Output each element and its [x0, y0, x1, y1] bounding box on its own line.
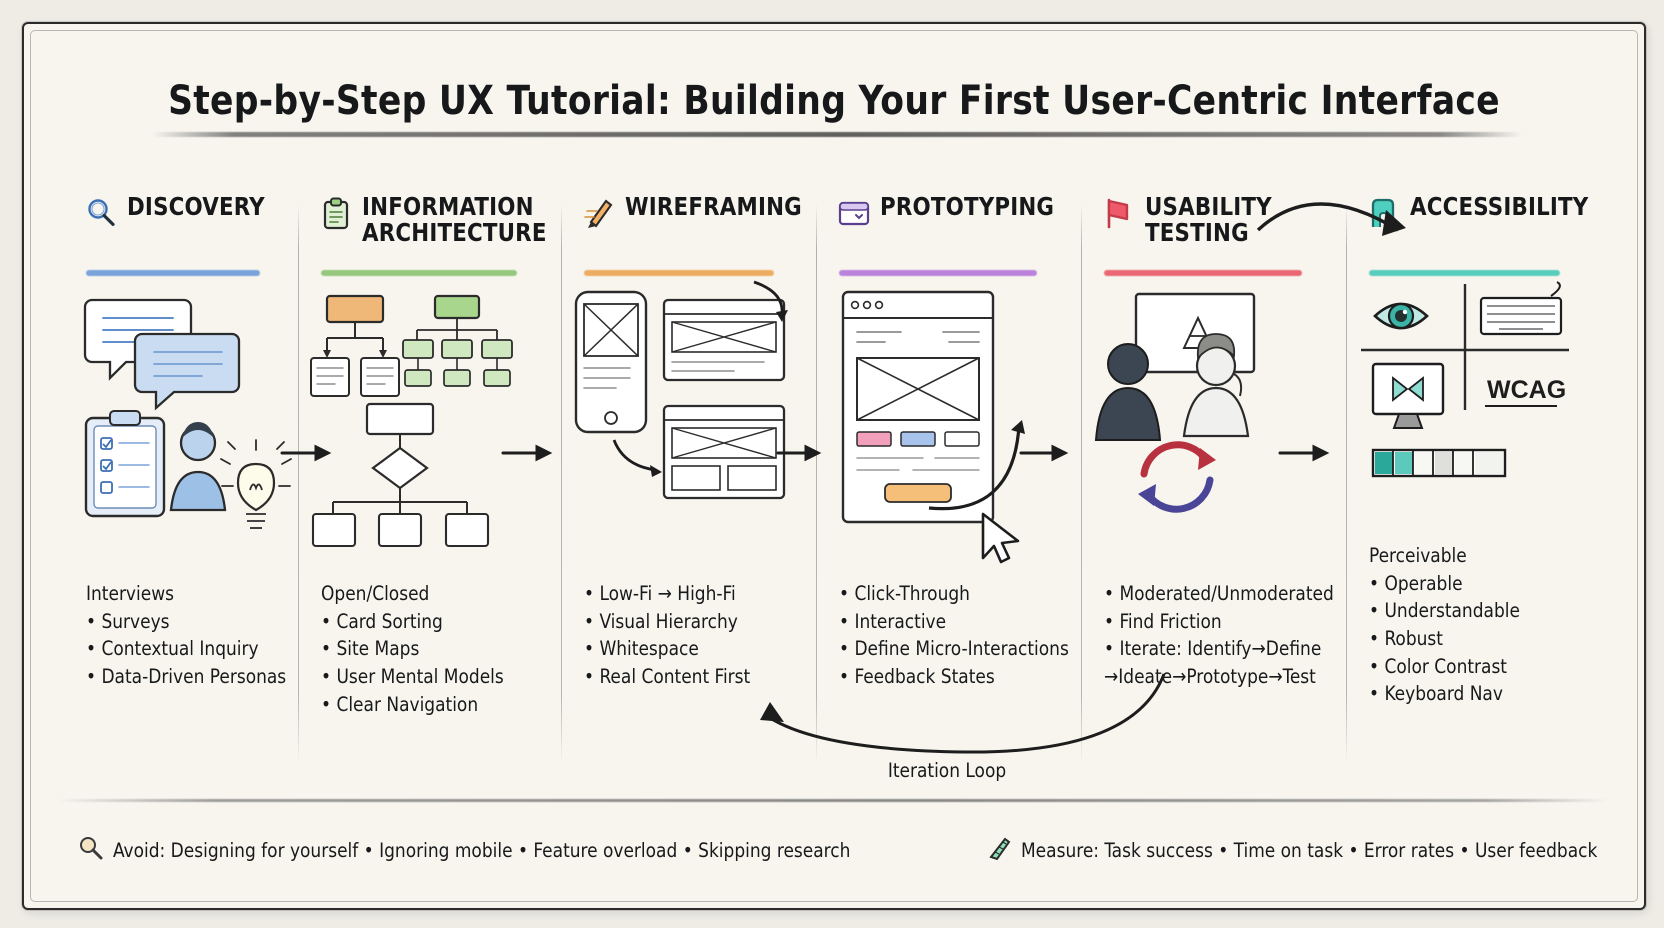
infographic-board: Step-by-Step UX Tutorial: Building Your … [22, 22, 1646, 910]
stage-header-prototyping: PROTOTYPING [823, 194, 1076, 268]
prototyping-artwork [823, 278, 1076, 578]
stage-heading-label: PROTOTYPING [880, 192, 1055, 221]
magnifier-icon [78, 835, 104, 865]
list-item: • Moderated/Unmoderated [1104, 582, 1335, 605]
stage-column-wireframing: WIREFRAMING [562, 194, 822, 774]
usability-testing-list: • Moderated/Unmoderated • Find Friction … [1088, 580, 1341, 691]
stage-accent-underline [1104, 270, 1302, 276]
stage-heading-label: WIREFRAMING [625, 192, 802, 221]
footer-avoid: Avoid: Designing for yourself • Ignoring… [64, 835, 972, 865]
magnifier-icon [84, 196, 118, 230]
stage-columns: DISCOVERY [64, 194, 1604, 774]
list-item: • Surveys [86, 609, 170, 633]
list-item: • Click-Through [839, 582, 971, 605]
list-item: • Define Micro-Interactions [839, 637, 1070, 661]
list-item: • Clear Navigation [320, 692, 478, 716]
stage-header-accessibility: ACCESSIBILITY [1353, 194, 1598, 268]
list-item: • Color Contrast [1369, 654, 1508, 678]
stage-accent-underline [584, 270, 774, 276]
list-item: • Real Content First [584, 665, 751, 689]
list-item: Open/Closed [320, 582, 430, 605]
prototyping-list: • Click-Through • Interactive • Define M… [823, 580, 1076, 691]
stage-accent-underline [1369, 270, 1561, 276]
stage-header-discovery: DISCOVERY [70, 194, 293, 268]
list-item: • Site Maps [320, 637, 420, 661]
footer-measure-text: Measure: Task success • Time on task • E… [1021, 838, 1598, 862]
list-item: • Visual Hierarchy [584, 609, 738, 633]
footer-avoid-text: Avoid: Designing for yourself • Ignoring… [113, 838, 851, 862]
column-divider [297, 204, 299, 764]
page-title: Step-by-Step UX Tutorial: Building Your … [168, 78, 1500, 124]
list-item: • Keyboard Nav [1369, 682, 1504, 706]
stage-accent-underline [320, 270, 517, 276]
list-item: • Data-Driven Personas [86, 665, 287, 689]
list-item: Perceivable [1369, 544, 1467, 567]
stage-heading-label: DISCOVERY [127, 192, 265, 221]
list-item: • Whitespace [584, 637, 699, 661]
ruler-icon [986, 835, 1012, 865]
footer-measure: Measure: Task success • Time on task • E… [972, 835, 1629, 865]
page-title-wrap: Step-by-Step UX Tutorial: Building Your … [24, 78, 1644, 124]
footer: Avoid: Designing for yourself • Ignoring… [64, 824, 1609, 876]
information-architecture-list: Open/Closed • Card Sorting • Site Maps •… [305, 580, 556, 718]
iteration-loop-arrow [760, 673, 1166, 754]
accessibility-list: Perceivable • Operable • Understandable … [1353, 542, 1598, 708]
wireframing-list: • Low-Fi → High-Fi • Visual Hierarchy • … [568, 580, 811, 691]
accessibility-artwork: WCAG [1353, 278, 1598, 578]
stage-accent-underline [86, 270, 260, 276]
list-item: • Robust [1369, 627, 1444, 651]
pencil-sketch-icon [582, 196, 616, 230]
wireframing-artwork [568, 278, 822, 578]
list-item: Interviews [86, 582, 174, 605]
list-item: • User Mental Models [320, 665, 504, 689]
list-item: • Feedback States [839, 665, 996, 689]
discovery-artwork [70, 278, 332, 578]
information-architecture-artwork [305, 278, 556, 578]
browser-window-icon [837, 196, 871, 230]
wcag-label: WCAG [1487, 376, 1566, 404]
stage-heading-label: ACCESSIBILITY [1410, 192, 1589, 221]
list-item: • Interactive [839, 609, 947, 633]
stage-column-usability-testing: USABILITY TESTING [1082, 194, 1348, 774]
list-item: • Understandable [1369, 599, 1521, 623]
stage-header-information-architecture: INFORMATION ARCHITECTURE [305, 194, 556, 268]
stage-header-wireframing: WIREFRAMING [568, 194, 811, 268]
flag-icon [1102, 196, 1136, 230]
title-underline [152, 132, 1522, 137]
list-item: →Ideate→Prototype→Test [1104, 665, 1317, 689]
stage-column-information-architecture: INFORMATION ARCHITECTURE [299, 194, 563, 774]
stage-column-discovery: DISCOVERY [64, 194, 332, 774]
list-item: • Contextual Inquiry [86, 637, 259, 661]
column-divider [1081, 204, 1083, 764]
stage-header-usability-testing: USABILITY TESTING [1088, 194, 1341, 268]
stage-column-accessibility: ACCESSIBILITY [1347, 194, 1604, 774]
list-item: • Iterate: Identify→Define [1104, 637, 1322, 661]
list-item: • Low-Fi → High-Fi [584, 582, 736, 605]
column-divider [1346, 204, 1348, 764]
stage-heading-label: INFORMATION ARCHITECTURE [361, 192, 547, 247]
iteration-loop-label: Iteration Loop [887, 759, 1007, 782]
usability-to-accessibility-arrow [1256, 202, 1406, 236]
usability-testing-artwork [1088, 278, 1341, 578]
stage-heading-label: USABILITY TESTING [1145, 192, 1273, 247]
discovery-list: Interviews • Surveys • Contextual Inquir… [70, 580, 293, 691]
footer-divider [58, 799, 1608, 802]
list-item: • Operable [1369, 571, 1463, 595]
clipboard-icon [319, 196, 353, 230]
column-divider [561, 204, 563, 764]
stage-column-prototyping: PROTOTYPING [817, 194, 1083, 774]
column-divider [816, 204, 818, 764]
list-item: • Card Sorting [320, 609, 443, 633]
list-item: • Find Friction [1104, 609, 1222, 633]
stage-accent-underline [839, 270, 1037, 276]
